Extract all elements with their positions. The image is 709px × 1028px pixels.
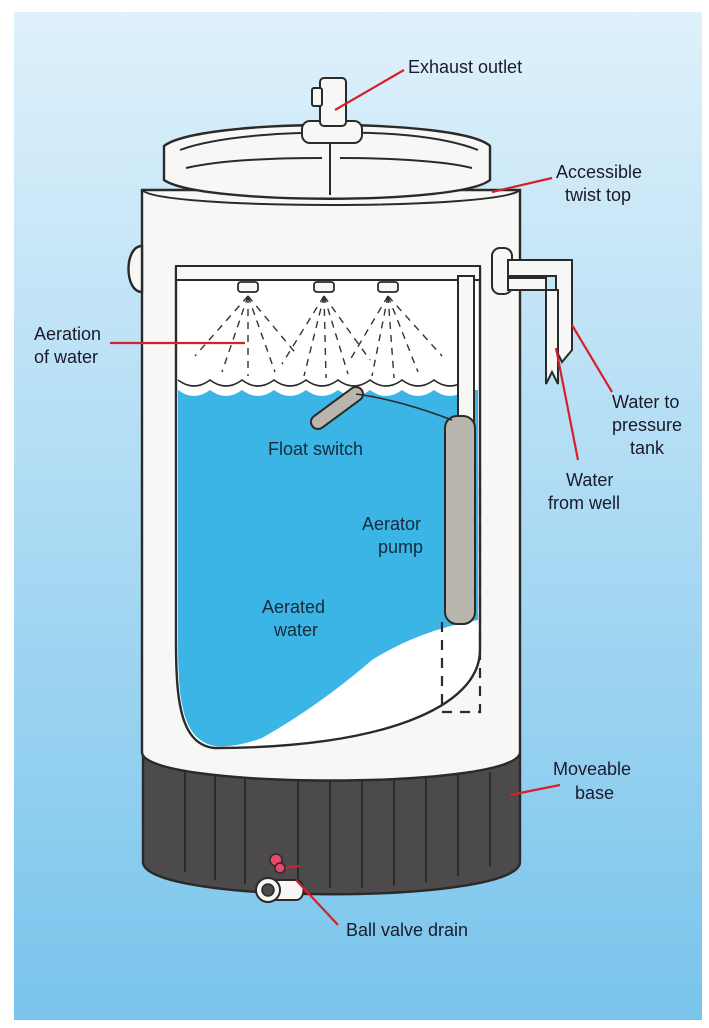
label-float-switch: Float switch [268, 439, 363, 459]
spray-pipe [176, 266, 480, 280]
label-aerator-pump-line2: pump [378, 537, 423, 557]
label-aerator-pump-line1: Aerator [362, 514, 421, 534]
riser-pipe [458, 276, 474, 426]
label-moveable-base-line2: base [575, 783, 614, 803]
label-to-pressure-line3: tank [630, 438, 665, 458]
aerator-pump [445, 416, 475, 624]
label-exhaust-outlet: Exhaust outlet [408, 57, 522, 77]
label-to-pressure-line1: Water to [612, 392, 679, 412]
label-from-well-line1: Water [566, 470, 613, 490]
label-aerated-water-line1: Aerated [262, 597, 325, 617]
label-twist-top-line1: Accessible [556, 162, 642, 182]
label-to-pressure-line2: pressure [612, 415, 682, 435]
label-ball-valve-drain: Ball valve drain [346, 920, 468, 940]
label-from-well-line2: from well [548, 493, 620, 513]
label-aeration-line1: Aeration [34, 324, 101, 344]
label-aerated-water-line2: water [273, 620, 318, 640]
label-twist-top-line2: twist top [565, 185, 631, 205]
label-moveable-base-line1: Moveable [553, 759, 631, 779]
label-aeration-line2: of water [34, 347, 98, 367]
